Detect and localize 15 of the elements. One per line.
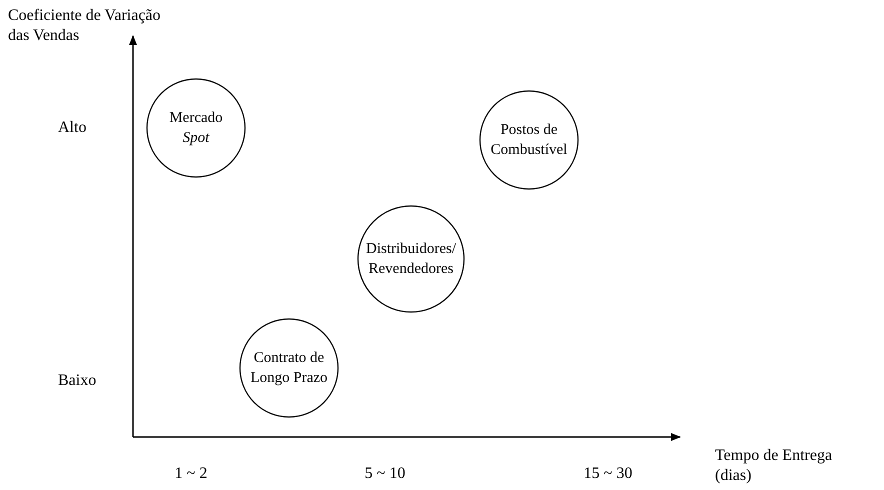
- axis-title: Tempo de Entrega (dias): [715, 446, 834, 486]
- node-label: Distribuidores/ Revendedores: [365, 240, 457, 279]
- axis-title: Coeficiente de Variação das Vendas: [8, 6, 162, 46]
- circle-node: [146, 78, 246, 178]
- axis-tick-label: Alto: [58, 118, 88, 138]
- node-label: Contrato de Longo Prazo: [249, 349, 329, 388]
- axis-tick-label: Baixo: [58, 371, 98, 391]
- node-label: Mercado Spot: [168, 109, 224, 148]
- axis-tick-label: 5 ~ 10: [364, 464, 406, 484]
- node-label: Postos de Combustível: [490, 121, 568, 160]
- circle-node: [357, 205, 465, 313]
- circle-node: [479, 90, 579, 190]
- circle-node: [239, 318, 339, 418]
- axis-tick-label: 15 ~ 30: [582, 464, 634, 484]
- axis-tick-label: 1 ~ 2: [174, 464, 208, 484]
